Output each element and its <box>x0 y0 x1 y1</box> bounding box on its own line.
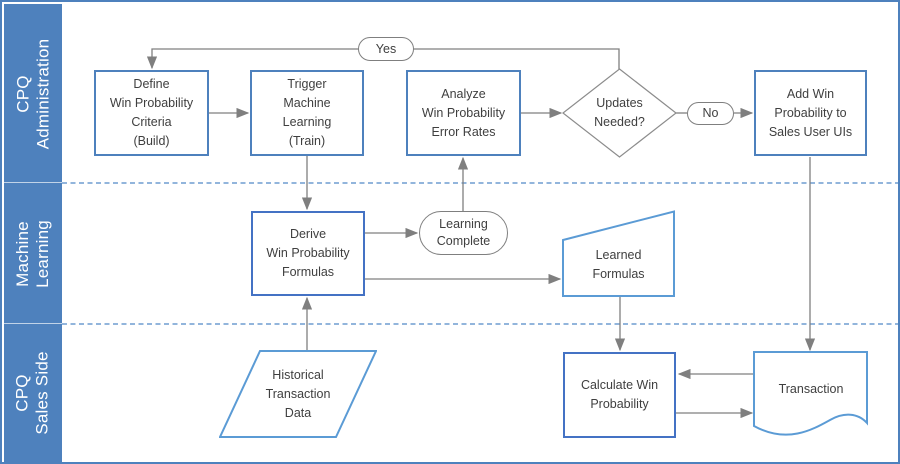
edge-label-yes: Yes <box>358 37 414 61</box>
data-learned-formulas: Learned Formulas <box>562 210 675 297</box>
lane-label-line: CPQ <box>13 374 32 412</box>
process-trigger-machine-learning: Trigger Machine Learning (Train) <box>250 70 364 156</box>
node-label: Updates Needed? <box>594 96 645 129</box>
lane-label: CPQ Administration <box>13 38 53 149</box>
node-label: Learning Complete <box>436 217 491 248</box>
process-add-win-probability-to-uis: Add Win Probability to Sales User UIs <box>754 70 867 156</box>
data-historical-transaction-data: Historical Transaction Data <box>219 350 377 438</box>
lane-label-line: Machine <box>13 220 33 287</box>
node-label: Derive Win Probability Formulas <box>266 227 350 279</box>
process-derive-win-probability-formulas: Derive Win Probability Formulas <box>251 211 365 296</box>
node-label: Trigger Machine Learning (Train) <box>282 77 332 148</box>
diamond-shape <box>562 68 677 158</box>
process-analyze-error-rates: Analyze Win Probability Error Rates <box>406 70 521 156</box>
lane-separator <box>4 182 62 183</box>
lane-separator <box>4 323 62 324</box>
lane-label-line: Sales Side <box>33 351 52 435</box>
node-label: Analyze Win Probability Error Rates <box>421 86 506 139</box>
document-transaction: Transaction <box>753 351 869 443</box>
lane-cpq-administration: CPQ Administration <box>4 4 62 183</box>
node-label: Learned Formulas <box>592 247 645 281</box>
node-label: Calculate Win Probability <box>580 378 659 411</box>
lane-label-line: Learning <box>33 219 53 288</box>
decision-updates-needed: Updates Needed? <box>562 68 677 158</box>
manual-input-shape <box>562 210 675 297</box>
lane-label-line: CPQ <box>13 74 33 113</box>
lane-label: Machine Learning <box>13 220 53 288</box>
swimlane-header-column <box>4 4 62 462</box>
node-label: Add Win Probability to Sales User UIs <box>768 86 853 139</box>
terminator-learning-complete: Learning Complete <box>419 211 508 255</box>
document-shape <box>753 351 868 436</box>
process-define-win-probability-criteria: Define Win Probability Criteria (Build) <box>94 70 209 156</box>
edge-label-text: No <box>702 106 719 120</box>
lane-label-line: Administration <box>33 38 53 149</box>
node-label: Define Win Probability Criteria (Build) <box>109 77 194 148</box>
node-label: Historical Transaction Data <box>265 367 331 420</box>
node-label: Transaction <box>778 381 844 396</box>
edge-label-no: No <box>687 102 734 125</box>
lane-cpq-sales-side: CPQ Sales Side <box>4 324 62 462</box>
parallelogram-shape <box>219 350 377 438</box>
process-calculate-win-probability: Calculate Win Probability <box>563 352 676 438</box>
lane-label: CPQ Sales Side <box>13 351 53 434</box>
edge-label-text: Yes <box>375 41 397 56</box>
lane-machine-learning: Machine Learning <box>4 183 62 324</box>
